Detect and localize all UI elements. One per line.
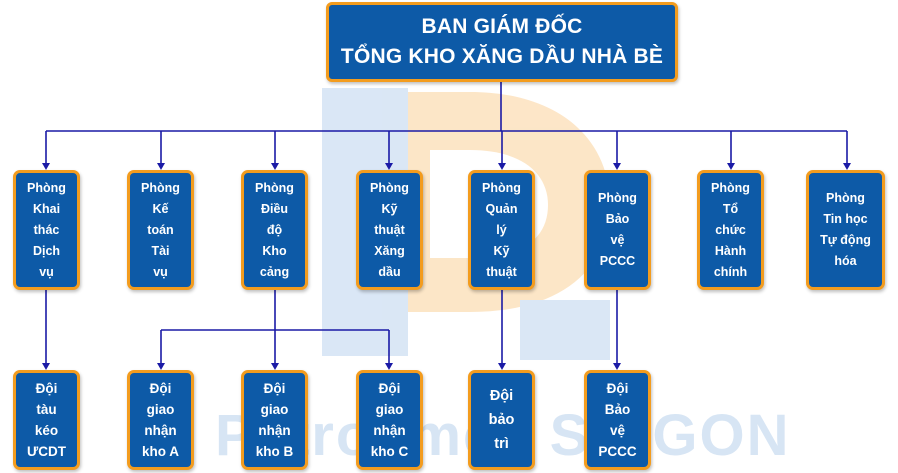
team-line: trì	[494, 436, 509, 452]
team-line: Đội	[149, 381, 172, 396]
team-line: Đội	[35, 381, 58, 396]
dept-line: dầu	[378, 264, 401, 279]
dept-quan-ly-ky-thuat: Phòng Quản lý Kỹ thuật	[468, 170, 535, 290]
team-line: Đội	[489, 388, 514, 404]
dept-line: PCCC	[599, 254, 636, 268]
dept-line: Phòng	[370, 180, 409, 195]
dept-tin-hoc-tu-dong-hoa: Phòng Tin học Tự động hóa	[806, 170, 885, 290]
dept-line: Phòng	[27, 180, 66, 195]
team-giao-nhan-kho-b: Đội giao nhận kho B	[241, 370, 308, 470]
team-giao-nhan-kho-c: Đội giao nhận kho C	[356, 370, 423, 470]
team-line: bảo	[488, 412, 515, 428]
team-tau-keo-ucdt: Đội tàu kéo ƯCDT	[13, 370, 80, 470]
dept-line: lý	[496, 222, 507, 237]
team-line: kho A	[142, 444, 179, 459]
dept-line: Quản	[485, 201, 518, 216]
team-line: PCCC	[598, 444, 637, 459]
dept-line: Phòng	[255, 180, 294, 195]
team-line: nhận	[258, 423, 291, 438]
dept-line: Tin học	[823, 212, 868, 226]
team-line: kéo	[34, 423, 59, 438]
team-line: nhận	[144, 423, 177, 438]
dept-bao-ve-pccc: Phòng Bảo vệ PCCC	[584, 170, 651, 290]
dept-dieu-do-kho-cang: Phòng Điều độ Kho cảng	[241, 170, 308, 290]
dept-line: Kỹ	[493, 243, 510, 258]
dept-line: Điều	[260, 201, 289, 216]
team-line: Đội	[378, 381, 401, 396]
dept-line: Kỹ	[381, 201, 398, 216]
dept-line: Phòng	[598, 191, 637, 205]
team-bao-ve-pccc: Đội Bảo vệ PCCC	[584, 370, 651, 470]
dept-line: Phòng	[711, 180, 750, 195]
dept-line: Khai	[32, 201, 61, 216]
dept-ky-thuat-xang-dau: Phòng Kỹ thuật Xăng dầu	[356, 170, 423, 290]
dept-line: Bảo	[605, 212, 630, 226]
dept-line: vụ	[153, 264, 168, 279]
team-line: giao	[375, 402, 404, 417]
dept-line: chính	[713, 264, 748, 279]
dept-line: Xăng	[374, 243, 405, 258]
dept-line: cảng	[259, 264, 290, 279]
dept-line: Kho	[262, 243, 287, 258]
board-of-directors-box: BAN GIÁM ĐỐC TỔNG KHO XĂNG DẦU NHÀ BÈ	[326, 2, 678, 82]
dept-line: Phòng	[826, 191, 865, 205]
dept-line: thuật	[374, 222, 405, 237]
dept-line: Tự động	[820, 233, 871, 247]
team-line: giao	[260, 402, 289, 417]
dept-line: độ	[266, 222, 283, 237]
team-line: giao	[146, 402, 175, 417]
team-line: kho C	[370, 444, 409, 459]
team-line: nhận	[373, 423, 406, 438]
dept-line: Tài	[151, 243, 170, 258]
dept-line: Tổ	[722, 201, 739, 216]
dept-ke-toan-tai-vu: Phòng Kế toán Tài vụ	[127, 170, 194, 290]
dept-line: vệ	[610, 233, 625, 247]
dept-line: Dịch	[32, 243, 61, 258]
team-line: Bảo	[604, 402, 631, 417]
team-line: Đội	[606, 381, 629, 396]
dept-line: Phòng	[141, 180, 180, 195]
dept-line: Hành	[714, 243, 747, 258]
dept-line: toán	[147, 222, 174, 237]
team-line: vệ	[609, 423, 626, 438]
dept-to-chuc-hanh-chinh: Phòng Tổ chức Hành chính	[697, 170, 764, 290]
root-line: TỔNG KHO XĂNG DẦU NHÀ BÈ	[340, 45, 664, 68]
team-line: ƯCDT	[27, 444, 66, 459]
dept-line: Phòng	[482, 180, 521, 195]
team-line: Đội	[263, 381, 286, 396]
dept-line: chức	[715, 222, 746, 237]
team-line: tàu	[36, 402, 57, 417]
root-line: BAN GIÁM ĐỐC	[421, 15, 583, 38]
dept-line: vụ	[39, 264, 54, 279]
dept-line: hóa	[834, 254, 857, 268]
dept-khai-thac-dich-vu: Phòng Khai thác Dịch vụ	[13, 170, 80, 290]
team-line: kho B	[255, 444, 294, 459]
dept-line: thác	[33, 222, 60, 237]
dept-line: thuật	[486, 264, 517, 279]
team-bao-tri: Đội bảo trì	[468, 370, 535, 470]
dept-line: Kế	[152, 201, 169, 216]
team-giao-nhan-kho-a: Đội giao nhận kho A	[127, 370, 194, 470]
